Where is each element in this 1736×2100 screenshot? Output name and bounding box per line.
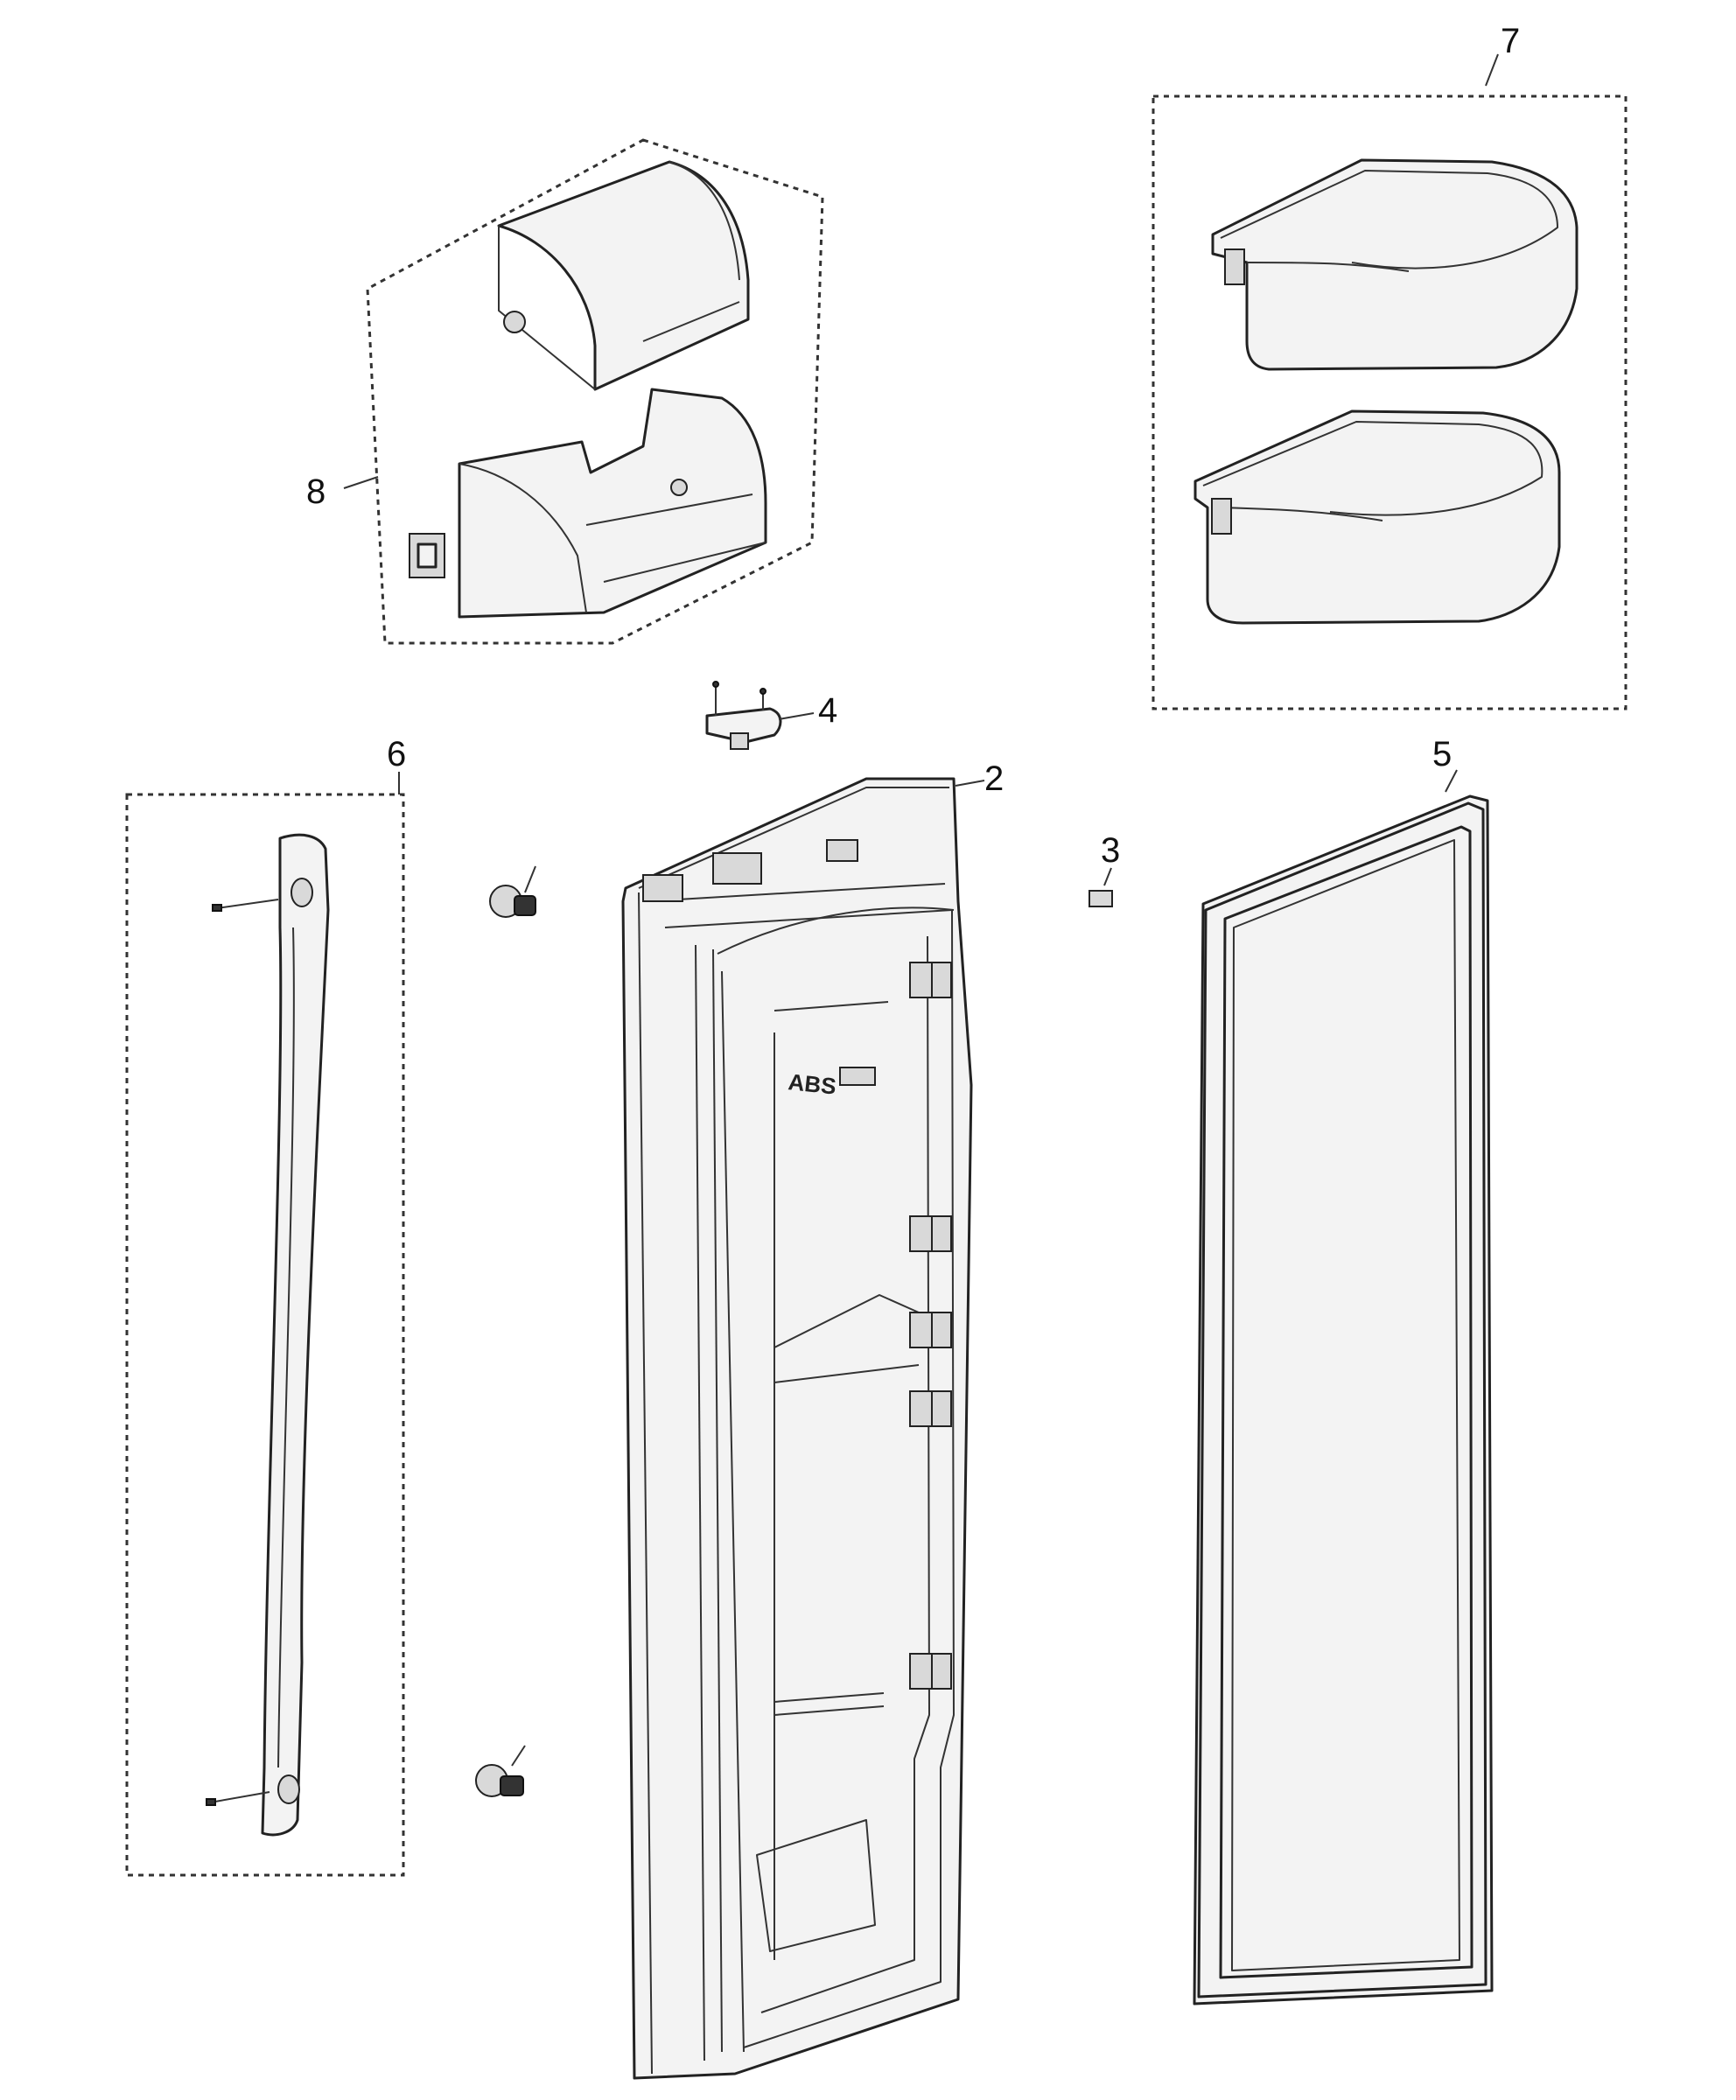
part-6-group: 6 [125, 735, 406, 1877]
part-8-basket [409, 388, 767, 619]
part-8-boundary [366, 138, 824, 645]
callout-2: 3 [1101, 831, 1120, 870]
part-6-boundary [125, 793, 405, 1877]
part-3-hinge-cover: 4 [705, 681, 837, 750]
part-5-bushing-lower [475, 1745, 526, 1797]
part-4-door-gasket: 5 [1193, 735, 1494, 2006]
part-7-bin-lower [1194, 410, 1561, 625]
part-7-bin-upper [1211, 158, 1578, 371]
callout-4: 5 [1432, 735, 1452, 774]
part-1-door-assembly: ABS 2 [621, 760, 1004, 2080]
callout-6: 6 [387, 735, 406, 774]
callout-3: 4 [818, 691, 837, 730]
door-liner-label: ABS [787, 1068, 837, 1100]
callout-1: 2 [984, 760, 1004, 798]
part-5-bushing-upper [489, 865, 536, 918]
part-6-handle [206, 833, 330, 1837]
callout-7: 7 [1501, 22, 1520, 60]
part-8-group: 8 [306, 138, 824, 645]
callout-8: 8 [306, 472, 326, 511]
part-7-boundary [1152, 94, 1628, 710]
part-2-clip: 3 [1088, 831, 1120, 907]
part-8-cover [497, 160, 750, 391]
part-7-group: 7 [1152, 22, 1628, 710]
